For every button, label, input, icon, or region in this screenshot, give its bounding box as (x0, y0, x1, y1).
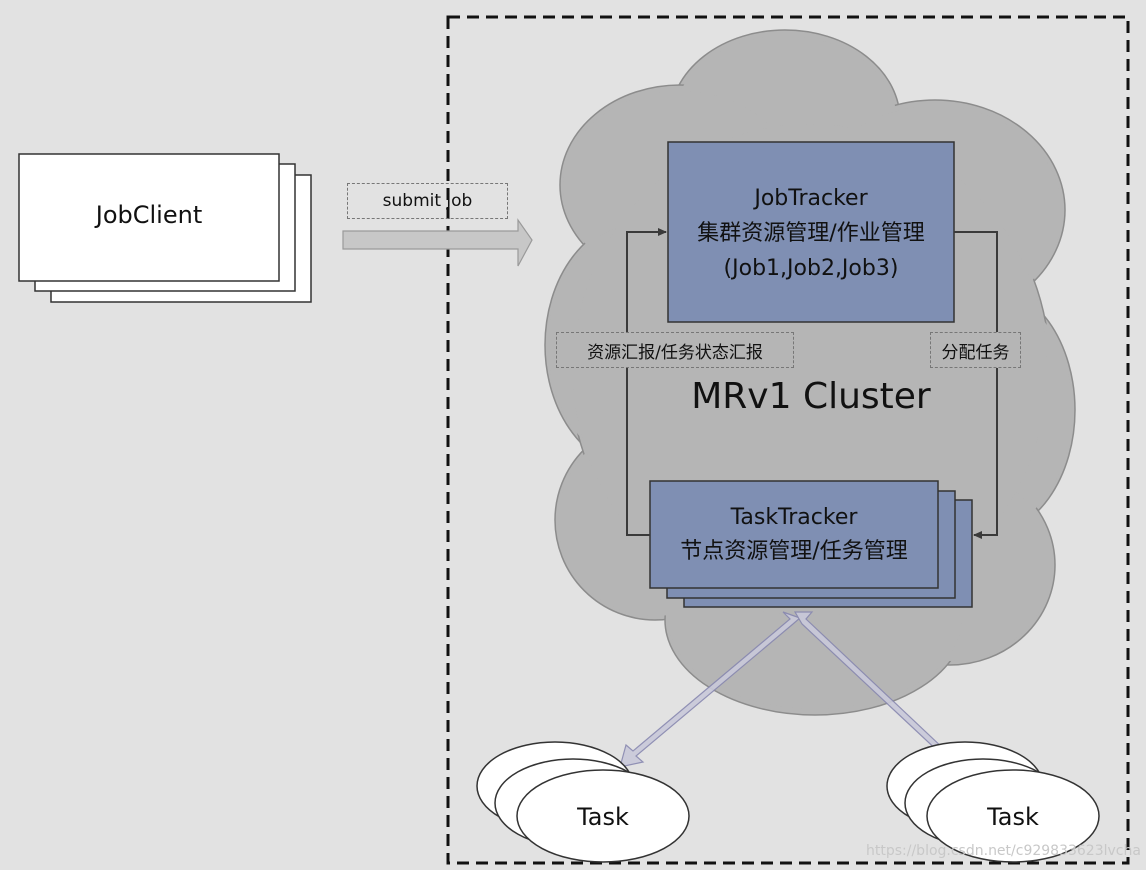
task-left-stack (476, 741, 690, 863)
cluster-boundary (446, 15, 1130, 865)
cluster-label: MRv1 Cluster (691, 376, 931, 417)
tasktracker-text: TaskTracker 节点资源管理/任务管理 (650, 498, 938, 572)
tasktracker-stack (649, 480, 973, 608)
report-label: 资源汇报/任务状态汇报 (556, 332, 794, 368)
jobclient-label: JobClient (95, 201, 203, 229)
submit-job-label: submit job (347, 183, 508, 219)
watermark: https://blog.csdn.net/c929833623lvcha (866, 843, 1141, 859)
tasktracker-subtitle: 节点资源管理/任务管理 (680, 539, 908, 564)
jobtracker-jobs: (Job1,Job2,Job3) (723, 255, 899, 281)
submit-job-arrow (342, 218, 533, 267)
task-left-label: Task (577, 803, 629, 831)
jobclient-stack (18, 153, 312, 303)
assign-label: 分配任务 (930, 332, 1021, 368)
jobtracker-box (667, 141, 955, 323)
jobtracker-title: JobTracker (754, 185, 868, 211)
assign-text: 分配任务 (941, 342, 1010, 363)
tasktracker-title: TaskTracker (730, 505, 858, 530)
report-text: 资源汇报/任务状态汇报 (587, 342, 763, 363)
jobtracker-subtitle: 集群资源管理/作业管理 (697, 220, 925, 246)
task-right-label: Task (987, 803, 1039, 831)
report-arrow (626, 228, 667, 536)
task-link-arrows (619, 611, 958, 768)
assign-arrow (954, 231, 998, 539)
jobtracker-text: JobTracker 集群资源管理/作业管理 (Job1,Job2,Job3) (668, 178, 954, 288)
task-right-stack (886, 741, 1100, 863)
submit-job-text: submit job (382, 191, 473, 211)
